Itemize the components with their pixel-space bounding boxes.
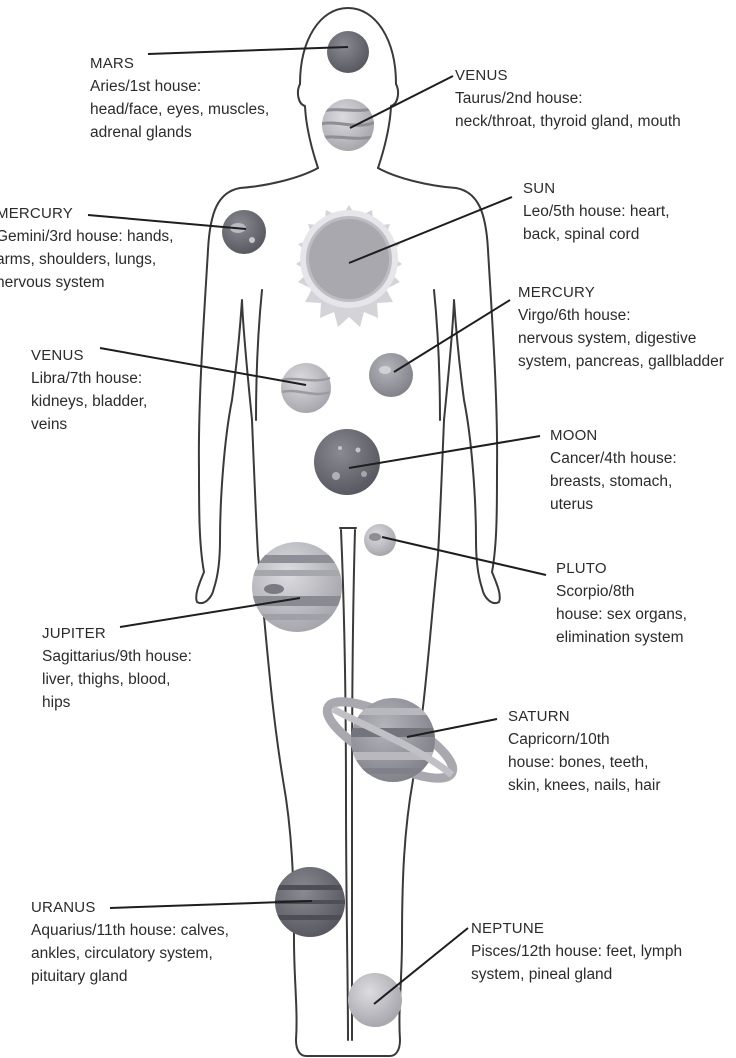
leader-venus-top bbox=[349, 75, 454, 129]
planet-name: JUPITER bbox=[42, 625, 106, 642]
leader-sun bbox=[348, 196, 513, 264]
leader-uranus bbox=[109, 900, 313, 909]
planet-description: Pisces/12th house: feet, lymph system, p… bbox=[471, 943, 683, 983]
planet-name: SUN bbox=[523, 180, 556, 197]
body-outline bbox=[195, 7, 501, 1057]
label-moon: MOON Cancer/4th house: breasts, stomach,… bbox=[550, 424, 677, 516]
left-body-outline bbox=[195, 167, 351, 1057]
planet-description: Capricorn/10th house: bones, teeth, skin… bbox=[508, 731, 661, 794]
head-outline bbox=[296, 7, 400, 169]
mercury-left-planet bbox=[222, 210, 266, 254]
left-arm-inner bbox=[255, 289, 263, 421]
leader-saturn bbox=[406, 718, 498, 738]
right-arm-inner bbox=[433, 289, 441, 421]
leader-venus-left bbox=[99, 347, 307, 386]
planet-name: VENUS bbox=[31, 347, 84, 364]
planet-name: PLUTO bbox=[556, 560, 607, 577]
planet-name: MARS bbox=[90, 55, 135, 72]
planet-description: Sagittarius/9th house: liver, thighs, bl… bbox=[42, 648, 192, 711]
mercury-right-planet bbox=[369, 353, 413, 397]
neptune-planet bbox=[348, 973, 402, 1027]
label-neptune: NEPTUNE Pisces/12th house: feet, lymph s… bbox=[471, 917, 682, 986]
planet-description: Scorpio/8th house: sex organs, eliminati… bbox=[556, 583, 687, 646]
label-mars: MARS Aries/1st house: head/face, eyes, m… bbox=[90, 52, 269, 144]
leader-lines bbox=[87, 46, 547, 1005]
leader-pluto bbox=[381, 536, 547, 576]
leader-mercury-right bbox=[393, 299, 511, 373]
label-uranus: URANUS Aquarius/11th house: calves, ankl… bbox=[31, 896, 229, 988]
planet-name: SATURN bbox=[508, 708, 570, 725]
label-venus-left: VENUS Libra/7th house: kidneys, bladder,… bbox=[31, 344, 147, 436]
sun-symbol bbox=[296, 205, 402, 327]
planet-description: Taurus/2nd house: neck/throat, thyroid g… bbox=[455, 90, 681, 130]
planet-description: Gemini/3rd house: hands, arms, shoulders… bbox=[0, 228, 174, 291]
venus-left-planet bbox=[281, 363, 331, 413]
planet-description: Leo/5th house: heart, back, spinal cord bbox=[523, 203, 670, 243]
venus-top-planet bbox=[322, 99, 374, 151]
leader-moon bbox=[348, 435, 541, 469]
planet-description: Cancer/4th house: breasts, stomach, uter… bbox=[550, 450, 677, 513]
planet-description: Aquarius/11th house: calves, ankles, cir… bbox=[31, 922, 229, 985]
planet-name: MOON bbox=[550, 427, 598, 444]
leader-jupiter bbox=[119, 597, 301, 628]
saturn-planet bbox=[322, 697, 458, 783]
label-jupiter: JUPITER Sagittarius/9th house: liver, th… bbox=[42, 622, 192, 714]
planet-name: MERCURY bbox=[518, 284, 595, 301]
leader-mercury-left bbox=[87, 214, 247, 230]
mars-planet bbox=[327, 31, 369, 73]
planet-description: Virgo/6th house: nervous system, digesti… bbox=[518, 307, 724, 370]
label-mercury-right: MERCURY Virgo/6th house: nervous system,… bbox=[518, 281, 724, 373]
leader-mars bbox=[147, 46, 349, 55]
label-mercury-left: MERCURY Gemini/3rd house: hands, arms, s… bbox=[0, 202, 174, 294]
pluto-planet bbox=[364, 524, 396, 556]
planet-description: Aries/1st house: head/face, eyes, muscle… bbox=[90, 78, 270, 141]
planet-name: VENUS bbox=[455, 67, 508, 84]
label-sun: SUN Leo/5th house: heart, back, spinal c… bbox=[523, 177, 670, 246]
label-venus-top: VENUS Taurus/2nd house: neck/throat, thy… bbox=[455, 64, 681, 133]
jupiter-planet bbox=[252, 542, 342, 632]
planet-name: MERCURY bbox=[0, 205, 73, 222]
leader-neptune bbox=[373, 927, 469, 1005]
planet-name: URANUS bbox=[31, 899, 96, 916]
moon-planet bbox=[314, 429, 380, 495]
planet-name: NEPTUNE bbox=[471, 920, 545, 937]
planet-description: Libra/7th house: kidneys, bladder, veins bbox=[31, 370, 148, 433]
label-saturn: SATURN Capricorn/10th house: bones, teet… bbox=[508, 705, 661, 797]
inner-leg-outline bbox=[339, 527, 357, 1041]
label-pluto: PLUTO Scorpio/8th house: sex organs, eli… bbox=[556, 557, 687, 649]
right-body-outline bbox=[349, 167, 501, 1057]
